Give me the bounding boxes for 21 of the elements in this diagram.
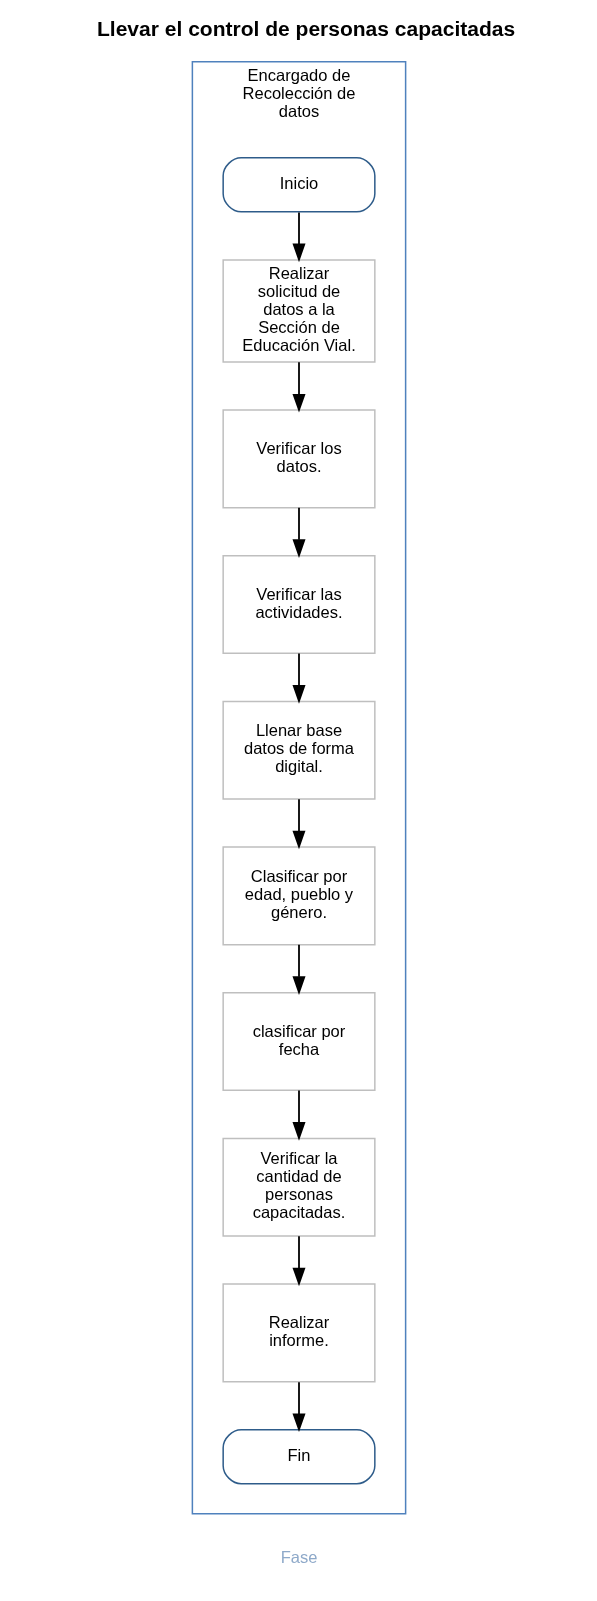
arrow (291, 506, 306, 558)
arrow (291, 1235, 306, 1287)
label: Fase (280, 1548, 317, 1567)
arrow (291, 1381, 306, 1433)
node-box: Llenar base datos de forma digital. (221, 700, 376, 800)
node-box: Fin (221, 1428, 376, 1485)
arrow (291, 361, 306, 413)
node-box: Inicio (221, 157, 376, 213)
arrow (291, 798, 306, 850)
arrow (291, 652, 306, 704)
node-box: Verificar los datos. (221, 409, 376, 509)
arrow (291, 1089, 306, 1141)
node-box: clasificar por fecha (221, 991, 376, 1092)
node-box: Realizar informe. (221, 1283, 376, 1383)
node-box: Verificar la cantidad de personas capacitadas. (221, 1137, 376, 1237)
arrow (291, 211, 306, 263)
node-box: Clasificar por edad, pueblo y género. (221, 846, 376, 946)
arrow (291, 943, 306, 995)
node-box: Realizar solicitud de datos a la Sección de Educación Vial. (221, 259, 376, 363)
diagram-title: Llevar el control de personas capacitadas (96, 17, 515, 41)
node-box: Verificar las actividades. (221, 554, 376, 655)
